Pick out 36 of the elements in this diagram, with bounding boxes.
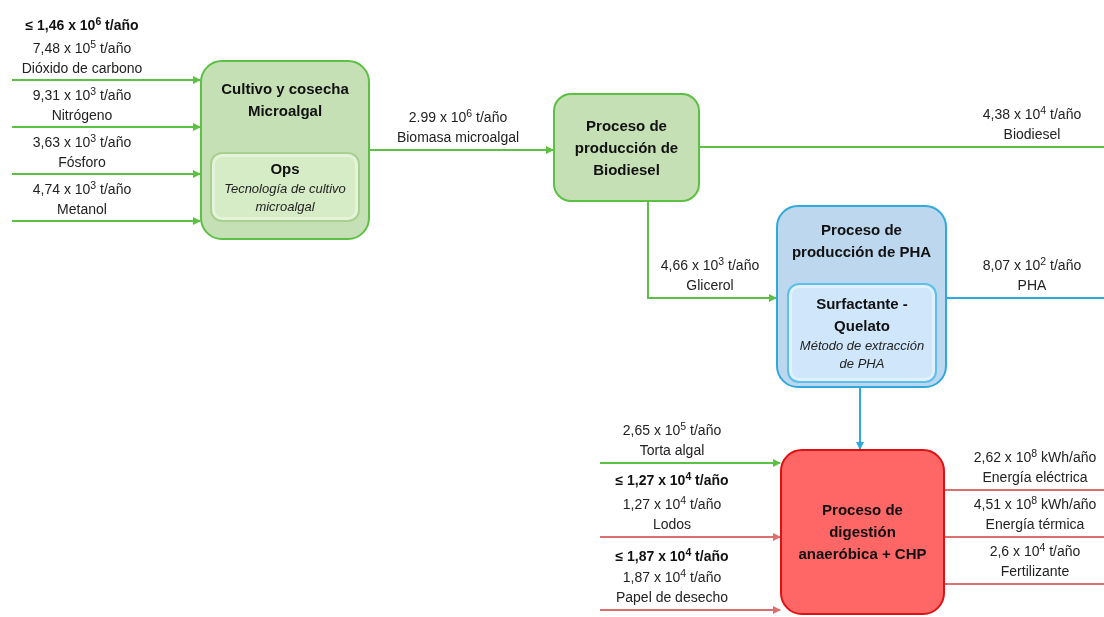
flow-arrow: [11, 217, 201, 225]
flow-label: 4,66 x 10$^{3}$ t/año Glicerol: [659, 255, 761, 295]
flow-arrow: [11, 123, 201, 131]
flow-arrow: [369, 146, 554, 154]
flow-label: 2.99 x 10$^{6}$ t/año Biomasa microalgal: [395, 107, 521, 147]
process-title: Proceso de digestión anaeróbica + CHP: [797, 500, 928, 564]
flow-arrow: [11, 170, 201, 178]
process-box: [780, 449, 945, 615]
flow-label: 4,74 x 10$^{3}$ t/año Metanol: [31, 179, 133, 219]
flow-arrow: [599, 459, 781, 467]
flow-label: 1,87 x 10$^{4}$ t/año Papel de desecho: [614, 567, 730, 607]
process-box: [553, 93, 700, 202]
process-box: [776, 205, 947, 388]
flow-label: 2,6 x 10$^{4}$ t/año Fertilizante: [988, 541, 1082, 581]
process-title: Ops: [270, 159, 300, 179]
flow-arrow: [599, 606, 781, 614]
limit-label: ≤ 1,46 x 10$^{6}$ t/año: [24, 14, 140, 35]
method-box: [210, 152, 360, 222]
process-title: Proceso de producción de PHA: [790, 220, 933, 262]
process-subtitle: Método de extracción de PHA: [798, 337, 926, 373]
flow-label: 2,65 x 10$^{5}$ t/año Torta algal: [621, 420, 723, 460]
method-box: [787, 283, 937, 383]
flow-arrow: [599, 533, 781, 541]
process-title: Proceso de producción de Biodiesel: [573, 115, 680, 180]
process-title: Cultivo y cosecha Microalgal: [220, 79, 350, 121]
flow-arrow: [856, 387, 864, 450]
flow-label: 4,38 x 10$^{4}$ t/año Biodiesel: [981, 104, 1083, 144]
flow-label: 8,07 x 10$^{2}$ t/año PHA: [981, 255, 1083, 295]
flow-arrow: [647, 201, 777, 302]
process-subtitle: Tecnología de cultivo microalgal: [223, 180, 347, 216]
process-box: [200, 60, 370, 240]
flow-arrow: [11, 76, 201, 84]
process-title: Surfactante - Quelato: [815, 294, 909, 336]
limit-label: ≤ 1,87 x 10$^{4}$ t/año: [614, 545, 730, 566]
limit-label: ≤ 1,27 x 10$^{4}$ t/año: [614, 469, 730, 490]
flow-label: 1,27 x 10$^{4}$ t/año Lodos: [621, 494, 723, 534]
